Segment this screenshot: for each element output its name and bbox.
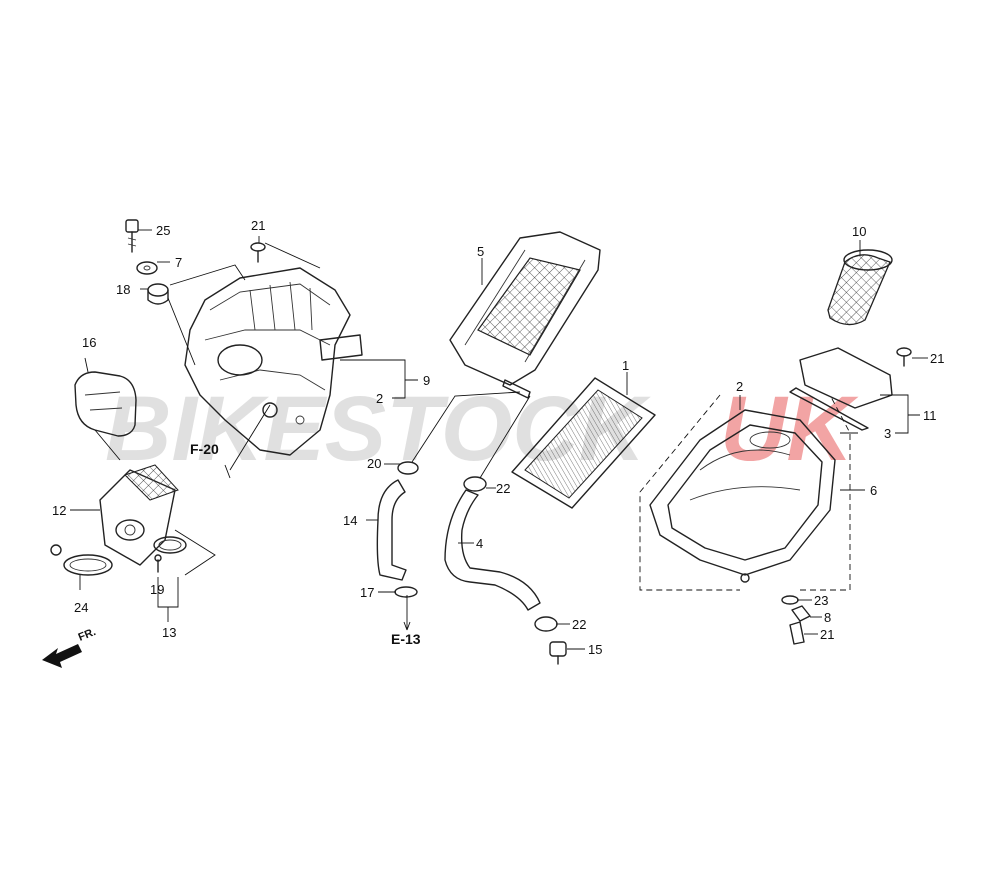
- callout-3: 3: [884, 426, 891, 441]
- callout-21b: 21: [930, 351, 944, 366]
- callout-10: 10: [852, 224, 866, 239]
- callout-2b: 2: [736, 379, 743, 394]
- callout-12: 12: [52, 503, 66, 518]
- collar-8-icon: [791, 605, 811, 622]
- callout-2a: 2: [376, 391, 383, 406]
- washer-23-icon: [781, 595, 799, 605]
- callout-11: 11: [923, 408, 937, 423]
- front-direction-label: FR.: [77, 626, 98, 644]
- clamp-22b-icon: [534, 616, 558, 632]
- funnel-10: [827, 249, 893, 326]
- band-13-icon: [153, 536, 187, 554]
- bolt-25-icon: [125, 219, 139, 253]
- callout-25: 25: [156, 223, 170, 238]
- clamp-22a-icon: [463, 476, 487, 492]
- callout-17: 17: [360, 585, 374, 600]
- callout-6: 6: [870, 483, 877, 498]
- washer-7-icon: [136, 261, 158, 275]
- ref-e13: E-13: [391, 631, 421, 647]
- callout-5: 5: [477, 244, 484, 259]
- intake-duct-12: [99, 464, 179, 566]
- callout-24: 24: [74, 600, 88, 615]
- callout-14: 14: [343, 513, 357, 528]
- callout-4: 4: [476, 536, 483, 551]
- watermark: BIKESTOCK UK: [105, 378, 859, 480]
- clamp-24-icon: [50, 544, 113, 576]
- screw-21c-icon: [789, 621, 805, 645]
- plug-15-icon: [549, 641, 567, 665]
- clip-20-icon: [397, 461, 419, 475]
- drain-tube-4: [444, 489, 541, 611]
- screw-21b-icon: [896, 347, 912, 367]
- clip-17-icon: [394, 586, 418, 598]
- callout-7: 7: [175, 255, 182, 270]
- callout-1: 1: [622, 358, 629, 373]
- callout-16: 16: [82, 335, 96, 350]
- screw-19-icon: [154, 554, 162, 573]
- callout-20: 20: [367, 456, 381, 471]
- screw-21-icon: [250, 242, 266, 263]
- guard-16: [74, 371, 137, 437]
- grommet-18-icon: [147, 283, 169, 305]
- callout-18: 18: [116, 282, 130, 297]
- callout-21a: 21: [251, 218, 265, 233]
- callout-22a: 22: [496, 481, 510, 496]
- callout-21c: 21: [820, 627, 834, 642]
- callouts: 25 7 18 21 9 2 16 12 24 19 13 F-20 5 1 2…: [52, 218, 944, 657]
- element-holder-5: [449, 231, 601, 399]
- air-cleaner-case-6: [649, 409, 836, 583]
- air-cleaner-cover: [184, 267, 363, 456]
- callout-8: 8: [824, 610, 831, 625]
- callout-13: 13: [162, 625, 176, 640]
- leader-lines: [70, 229, 928, 650]
- tube-14: [376, 479, 407, 581]
- air-cleaner-element-1: [511, 377, 656, 509]
- callout-22b: 22: [572, 617, 586, 632]
- callout-19: 19: [150, 582, 164, 597]
- front-direction-arrow: FR.: [42, 626, 98, 668]
- callout-9: 9: [423, 373, 430, 388]
- callout-15: 15: [588, 642, 602, 657]
- callout-23: 23: [814, 593, 828, 608]
- ref-f20: F-20: [190, 441, 219, 457]
